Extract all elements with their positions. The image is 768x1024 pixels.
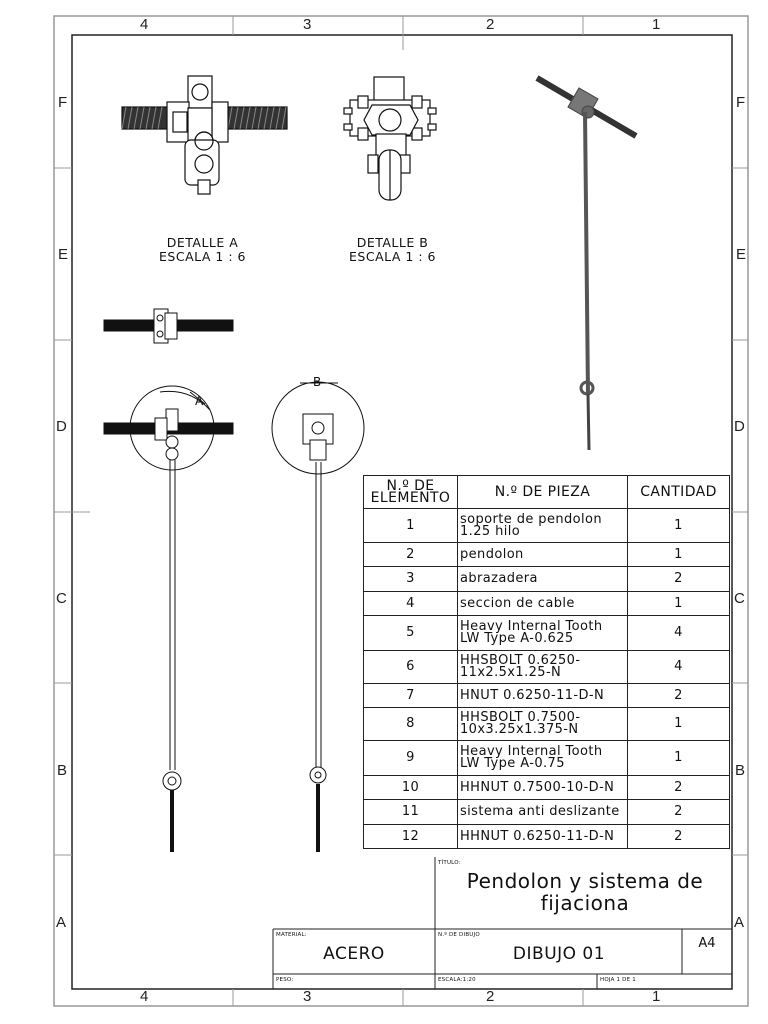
bom-item: 10 (363, 775, 458, 800)
bom-qty: 2 (627, 799, 730, 825)
bom-item: 2 (363, 542, 458, 567)
bom-part: pendolon (457, 542, 628, 567)
bom-part: Heavy Internal Tooth LW Type A-0.625 (457, 615, 628, 651)
callout-a: A (195, 394, 204, 408)
material-value: ACERO (323, 944, 385, 964)
zone-row-e-left: E (58, 246, 69, 263)
drawing-no-label: N.º DE DIBUJO (438, 932, 480, 938)
bom-header-row: N.º DE ELEMENTO N.º DE PIEZA CANTIDAD (363, 475, 730, 509)
bom-part: HNUT 0.6250-11-D-N (457, 683, 628, 708)
bom-qty: 2 (627, 683, 730, 708)
zone-col-4-top: 4 (140, 16, 149, 33)
bom-item: 8 (363, 707, 458, 741)
bom-qty: 4 (627, 615, 730, 651)
zone-col-1-top: 1 (652, 16, 661, 33)
bom-header-item: N.º DE ELEMENTO (363, 475, 458, 509)
detail-a-title: DETALLE A (166, 235, 239, 250)
zone-col-3-bottom: 3 (303, 988, 312, 1005)
bom-header-part: N.º DE PIEZA (457, 475, 628, 509)
bom-qty: 1 (627, 707, 730, 741)
front-view-a (103, 385, 234, 852)
zone-col-3-top: 3 (303, 16, 312, 33)
zone-row-b-right: B (735, 762, 746, 779)
bom-item: 5 (363, 615, 458, 651)
bom-item: 1 (363, 508, 458, 543)
front-view-b (271, 381, 365, 852)
zone-row-a-left: A (56, 914, 67, 931)
bom-header-qty: CANTIDAD (627, 475, 730, 509)
drawing-no-value: DIBUJO 01 (512, 944, 606, 964)
drawing-title: Pendolon y sistema de fijaciona (466, 869, 704, 915)
detail-a-view (121, 75, 288, 195)
bom-qty: 2 (627, 775, 730, 800)
bom-part: Heavy Internal Tooth LW Type A-0.75 (457, 740, 628, 776)
sheet-number: HOJA 1 DE 1 (600, 977, 636, 983)
zone-row-c-right: C (734, 590, 745, 607)
bom-part: abrazadera (457, 566, 628, 592)
bom-item: 3 (363, 566, 458, 592)
bom-part: sistema anti deslizante (457, 799, 628, 825)
bom-part: HHNUT 0.7500-10-D-N (457, 775, 628, 800)
bom-item: 9 (363, 740, 458, 776)
bom-qty: 1 (627, 508, 730, 543)
bom-qty: 1 (627, 591, 730, 616)
detail-b-view (343, 76, 437, 201)
detail-b-title: DETALLE B (356, 235, 429, 250)
detail-a-label: DETALLE A ESCALA 1 : 6 (140, 236, 265, 264)
bom-part: seccion de cable (457, 591, 628, 616)
bom-qty: 2 (627, 824, 730, 849)
zone-row-f-right: F (736, 94, 746, 111)
bom-qty: 2 (627, 566, 730, 592)
bom-qty: 4 (627, 650, 730, 684)
zone-row-c-left: C (56, 590, 67, 607)
zone-row-f-left: F (58, 94, 68, 111)
scale-label: ESCALA:1:20 (438, 977, 476, 983)
zone-row-d-right: D (734, 418, 745, 435)
weight-label: PESO: (276, 977, 294, 983)
top-view (103, 308, 234, 344)
material-label: MATERIAL: (276, 932, 307, 938)
sheet-size: A4 (698, 936, 716, 951)
bom-item: 6 (363, 650, 458, 684)
zone-row-a-right: A (734, 914, 745, 931)
bom-part: soporte de pendolon 1.25 hilo (457, 508, 628, 543)
isometric-view (535, 75, 638, 451)
detail-a-scale: ESCALA 1 : 6 (159, 249, 246, 264)
zone-col-2-bottom: 2 (486, 988, 495, 1005)
detail-b-label: DETALLE B ESCALA 1 : 6 (330, 236, 455, 264)
bom-item: 11 (363, 799, 458, 825)
bom-part: HHSBOLT 0.7500-10x3.25x1.375-N (457, 707, 628, 741)
bom-qty: 1 (627, 542, 730, 567)
bom-item: 12 (363, 824, 458, 849)
zone-col-4-bottom: 4 (140, 988, 149, 1005)
detail-b-scale: ESCALA 1 : 6 (349, 249, 436, 264)
bom-part: HHNUT 0.6250-11-D-N (457, 824, 628, 849)
zone-row-b-left: B (57, 762, 68, 779)
zone-col-2-top: 2 (486, 16, 495, 33)
bom-item: 7 (363, 683, 458, 708)
bom-qty: 1 (627, 740, 730, 776)
zone-col-1-bottom: 1 (652, 988, 661, 1005)
bom-part: HHSBOLT 0.6250-11x2.5x1.25-N (457, 650, 628, 684)
bom-item: 4 (363, 591, 458, 616)
callout-b: B (313, 375, 322, 389)
zone-row-d-left: D (56, 418, 67, 435)
zone-row-e-right: E (736, 246, 747, 263)
title-label: TÍTULO: (438, 860, 461, 866)
